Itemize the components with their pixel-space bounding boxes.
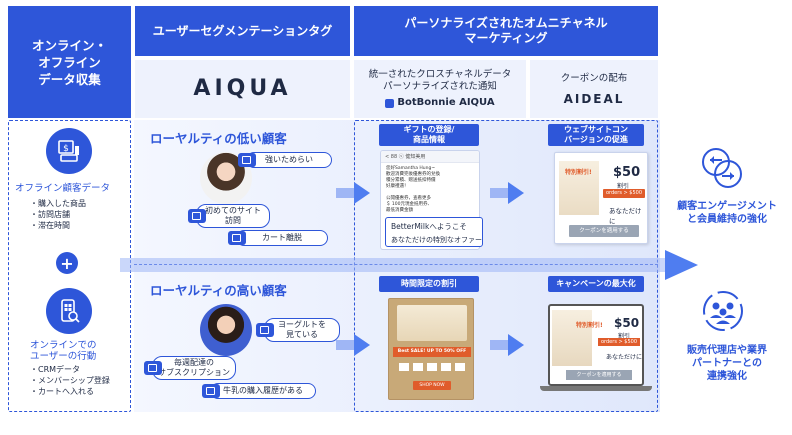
offline-item: ・滞在時間 — [30, 221, 70, 230]
tag-label: 初めてのサイト 訪問 — [205, 206, 261, 225]
website-image — [559, 161, 599, 215]
high-arrow-2 — [490, 334, 524, 356]
laptop-image — [552, 310, 592, 366]
sale-image — [397, 305, 467, 341]
header-data-collection: オンライン・ オフライン データ収集 — [8, 6, 131, 118]
tag-viewing-yogurt: ヨーグルトを 見ている — [256, 318, 340, 342]
welcome-card: BetterMilkへようこそ あなただけの特別なオファー — [385, 217, 483, 247]
tag-cart-abandon: カート離脱 — [228, 230, 328, 246]
chat-header: < 88 ⓥ 健知美用 — [381, 151, 479, 163]
channel-cell: 統一されたクロスチャネルデータ パーソナライズされた通知 BotBonnie A… — [354, 60, 526, 118]
engagement-label: 顧客エンゲージメント と会員維持の強化 — [677, 201, 777, 225]
chat-body: 您好Samantha Hung~ 歡迎消費完後優惠券的兌換 積分累積、贈送抵扣特… — [386, 166, 440, 213]
coupon-cell: クーポンの配布 AIDEAL — [530, 60, 658, 118]
gift-registration-box: ギフトの登録/ 商品情報 — [379, 124, 479, 146]
aiqua-logo: AIQUA — [193, 76, 292, 101]
discount2-price: $50 — [614, 316, 640, 330]
main-flow-arrow — [120, 250, 698, 280]
tag-weekly-subscription: 毎週配達の サブスクリプション — [144, 356, 236, 380]
tag-icon — [228, 231, 246, 245]
tag-hesitation: 強いためらい — [238, 152, 332, 168]
campaign-max-box: キャンペーンの最大化 — [548, 276, 644, 292]
offline-icon-circle: $ — [46, 128, 92, 174]
botbonnie-icon — [385, 98, 395, 108]
header-segmentation: ユーザーセグメンテーションタグ — [135, 6, 350, 56]
svg-text:$: $ — [63, 144, 69, 154]
tag-label: 毎週配達の サブスクリプション — [158, 358, 230, 377]
offline-label: オフライン顧客データ — [15, 183, 111, 194]
discount-title: 特別割引! — [565, 169, 592, 176]
tag-icon — [188, 209, 206, 223]
welcome-line-1: BetterMilkへようこそ — [391, 222, 467, 231]
people-group-icon — [703, 291, 743, 331]
online-item: ・メンバーシップ登録 — [30, 376, 110, 385]
low-arrow-1 — [336, 182, 370, 204]
high-loyalty-photo — [200, 304, 252, 356]
discount2-for-you: あなただけに — [606, 354, 643, 361]
aideal-logo: AIDEAL — [563, 92, 625, 106]
botbonnie-logo-text: BotBonnie AIQUA — [397, 97, 495, 108]
tag-milk-history: 牛乳の購入履歴がある — [202, 383, 316, 399]
online-list: ・CRMデータ ・メンバーシップ登録 ・カートへ入れる — [30, 364, 128, 397]
discount-for-you: あなただけに — [609, 207, 642, 225]
tag-label: カート離脱 — [262, 233, 302, 242]
pos-terminal-icon: $ — [58, 140, 79, 162]
offline-list: ・購入した商品 ・訪問店舗 ・滞在時間 — [30, 198, 128, 231]
apply-coupon-button[interactable]: クーポンを適用する — [569, 225, 639, 237]
online-label: オンラインでの ユーザーの行動 — [30, 340, 97, 362]
apply-coupon2-button[interactable]: クーポンを適用する — [566, 370, 632, 380]
high-loyalty-title: ローヤルティの高い顧客 — [150, 283, 287, 298]
shop-now-button[interactable]: SHOP NOW — [413, 381, 451, 390]
botbonnie-logo: BotBonnie AIQUA — [385, 97, 495, 109]
discount-condition: orders > $500 — [603, 189, 645, 198]
tag-label: 強いためらい — [265, 155, 313, 164]
tag-first-visit: 初めてのサイト 訪問 — [188, 204, 270, 228]
offline-item: ・訪問店舗 — [30, 210, 70, 219]
discount2-sub: 割引 — [618, 333, 631, 340]
low-loyalty-title: ローヤルティの低い顧客 — [150, 131, 287, 146]
aiqua-logo-cell: AIQUA — [135, 60, 350, 118]
high-arrow-1 — [336, 334, 370, 356]
offline-item: ・購入した商品 — [30, 199, 86, 208]
sale-banner: Best SALE! UP TO 50% OFF — [393, 347, 471, 357]
countdown-timer — [399, 363, 465, 371]
tag-icon — [256, 323, 274, 337]
partner-label: 販売代理店や業界 パートナーとの 連携強化 — [687, 345, 767, 382]
tag-label: 牛乳の購入履歴がある — [223, 386, 303, 395]
welcome-line-2: あなただけの特別なオファー — [391, 236, 482, 244]
laptop-base — [540, 386, 652, 391]
online-item: ・CRMデータ — [30, 365, 81, 374]
discount2-condition: orders > $500 — [598, 338, 640, 346]
website-conversion-box: ウェブサイトコン バージョンの促進 — [548, 124, 644, 146]
header-omnichannel: パーソナライズされたオムニチャネル マーケティング — [354, 6, 658, 56]
plus-icon: + — [56, 252, 78, 274]
website-mockup: 特別割引! $50 割引 orders > $500 あなただけに クーポンを適… — [554, 152, 648, 244]
discount-price: $50 — [613, 165, 641, 180]
low-arrow-2 — [490, 182, 524, 204]
tag-icon — [144, 361, 162, 375]
discount-sub: 割引 — [617, 183, 630, 190]
discount2-title: 特別割引! — [576, 322, 603, 329]
tag-label: ヨーグルトを 見ている — [278, 320, 326, 339]
coupon-title: クーポンの配布 — [560, 73, 628, 84]
channel-description: 統一されたクロスチャネルデータ パーソナライズされた通知 — [368, 69, 512, 92]
tag-icon — [238, 153, 256, 167]
sale-popup-mockup: Best SALE! UP TO 50% OFF SHOP NOW — [388, 298, 474, 400]
exchange-arrows-icon — [702, 148, 742, 188]
partner-icon — [700, 288, 746, 334]
limited-discount-box: 時間限定の割引 — [379, 276, 479, 292]
mobile-search-icon — [61, 299, 80, 323]
online-icon-circle — [46, 288, 92, 334]
tag-icon — [202, 384, 220, 398]
engagement-icon — [698, 144, 746, 192]
laptop-mockup: 特別割引! $50 割引 orders > $500 あなただけに クーポンを適… — [548, 304, 644, 386]
online-item: ・カートへ入れる — [30, 387, 94, 396]
